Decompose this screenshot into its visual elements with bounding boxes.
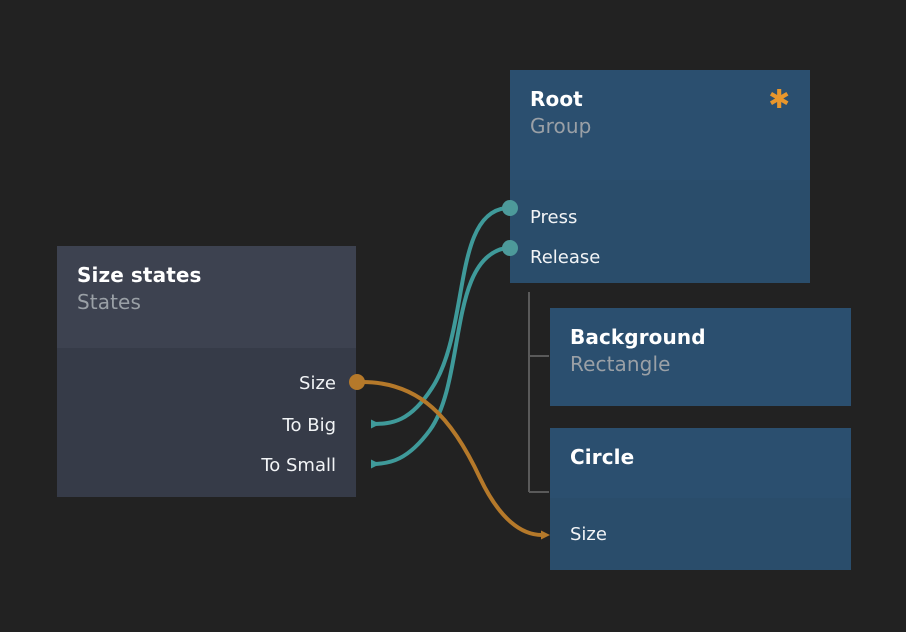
hierarchy-tree-connector (528, 292, 549, 493)
port-label-to-big: To Big (282, 415, 336, 436)
node-size-states-title: Size states (77, 263, 202, 287)
node-circle-body: Size (550, 498, 851, 570)
asterisk-icon[interactable]: ✱ (768, 85, 790, 115)
port-dot-press[interactable] (502, 200, 518, 216)
node-background[interactable]: Background Rectangle (550, 308, 851, 406)
port-row-circle-size[interactable]: Size (570, 525, 607, 545)
node-root-subtitle: Group (530, 114, 592, 138)
port-label-release: Release (530, 247, 601, 268)
port-dot-release[interactable] (502, 240, 518, 256)
port-row-to-big[interactable]: To Big (283, 416, 336, 436)
port-label-circle-size: Size (570, 524, 607, 545)
node-background-header[interactable]: Background Rectangle (550, 308, 851, 406)
node-size-states-subtitle: States (77, 290, 141, 314)
port-dot-size-output[interactable] (349, 374, 365, 390)
node-background-title: Background (570, 325, 706, 349)
wire-release-to-small (370, 246, 507, 469)
port-row-to-small[interactable]: To Small (261, 456, 336, 476)
wire-press-to-big (370, 206, 507, 429)
port-row-press[interactable]: Press (530, 208, 577, 228)
node-root-body: Press Release (510, 180, 810, 283)
node-size-states-body: Size To Big To Small (57, 348, 356, 497)
port-row-release[interactable]: Release (530, 248, 600, 268)
node-background-subtitle: Rectangle (570, 352, 671, 376)
node-circle[interactable]: Circle Size (550, 428, 851, 570)
port-row-size-output[interactable]: Size (299, 374, 336, 394)
port-label-press: Press (530, 207, 578, 228)
node-root[interactable]: Root Group ✱ Press Release (510, 70, 810, 283)
node-root-title: Root (530, 87, 583, 111)
wire-size-to-circle-size (361, 380, 550, 540)
port-label-to-small: To Small (261, 455, 336, 476)
node-circle-header[interactable]: Circle (550, 428, 851, 498)
node-root-header[interactable]: Root Group ✱ (510, 70, 810, 180)
node-size-states[interactable]: Size states States Size To Big To Small (57, 246, 356, 497)
node-circle-title: Circle (570, 445, 635, 469)
port-label-size: Size (299, 373, 336, 394)
node-size-states-header[interactable]: Size states States (57, 246, 356, 348)
